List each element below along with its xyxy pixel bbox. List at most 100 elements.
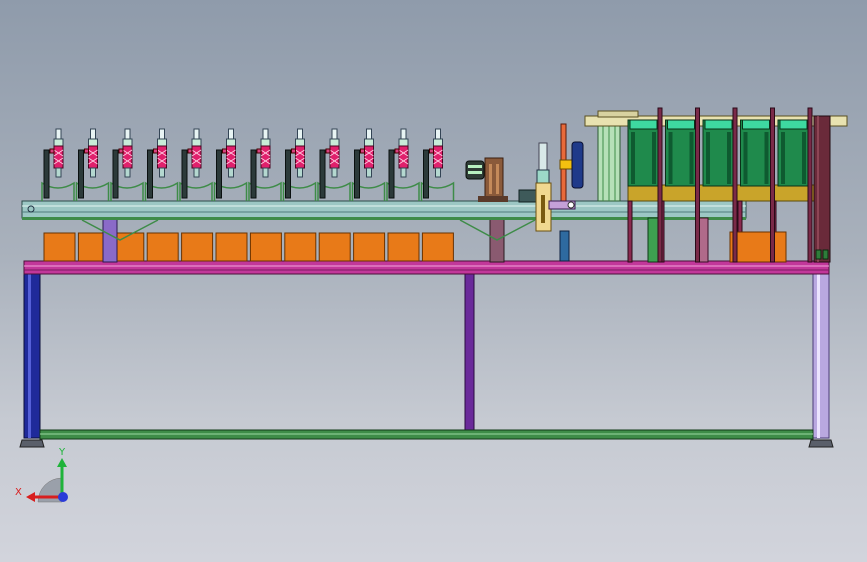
cylinder-body [88,145,98,169]
cylinder-nozzle [159,167,165,178]
cylinder-cap [398,138,409,147]
station-holder [213,181,248,201]
station-holder [110,181,144,201]
station-holder [282,181,317,201]
station-post [250,149,257,199]
cylinder-body [364,145,374,169]
station-unit [248,128,282,201]
orange-box [43,232,76,262]
frame-right-leg-highlight [817,262,820,438]
station-post [423,149,429,199]
cylinder-nozzle [262,167,269,178]
x-axis-label: X [15,487,22,498]
cylinder-body [157,145,167,169]
magazine-unit [777,107,813,263]
magazine-row [627,107,813,263]
cylinder-cap [329,138,340,147]
station-post [181,149,188,199]
station-unit [144,128,179,201]
station-unit [75,128,110,201]
station-post [354,149,360,199]
magazine-base [627,184,815,202]
cylinder-cap [157,138,167,147]
station-unit [351,128,386,201]
orange-box [387,232,420,262]
station-holder [144,181,179,201]
cylinder-nozzle [297,167,303,178]
station-holder [317,181,351,201]
rail-support-posts [81,211,536,263]
station-post [319,149,326,199]
station-unit [110,128,144,201]
clamp-cylinder [571,141,584,189]
frame-left-leg-highlight [28,262,31,438]
magazine-unit [627,107,663,263]
station-row [41,128,455,201]
coordinate-triad: X Y [15,447,68,503]
cylinder-cap [88,138,98,147]
conveyor-rail-body [21,200,747,219]
feeder-right-post [813,115,831,263]
station-unit [386,128,420,201]
orange-box [181,232,214,262]
station-holder [420,181,455,201]
motor-body [465,160,485,180]
cylinder-cap [122,138,133,147]
frame-top-beam [23,260,830,275]
magazine-unit [665,107,700,263]
station-holder [351,181,386,201]
station-holder [41,181,75,201]
frame-right-foot [808,439,834,448]
cylinder-cap [260,138,271,147]
cylinder-cap [433,138,443,147]
magazine-unit [702,107,738,263]
station-post [216,149,222,199]
station-holder [386,181,420,201]
cylinder-nozzle [90,167,96,178]
magazine-rod [657,107,663,263]
cylinder-nozzle [366,167,372,178]
magazine-rod [807,107,813,263]
cylinder-body [122,145,133,169]
magazine-rod [695,107,700,263]
cylinder-nozzle [228,167,234,178]
cylinder-nozzle [331,167,338,178]
cylinder-nozzle [124,167,131,178]
station-unit [213,128,248,201]
pusher-assembly [535,123,584,262]
machine-frame [19,260,834,448]
cylinder-cap [295,138,305,147]
station-post [285,149,291,199]
cylinder-cap [53,138,64,147]
station-unit [179,128,213,201]
magazine-rod [770,107,775,263]
orange-box [318,232,351,262]
y-axis-label: Y [58,447,66,458]
station-unit [282,128,317,201]
bracket [484,157,504,202]
station-post [112,149,119,199]
station-post [388,149,395,199]
frame-left-foot [19,439,45,448]
station-unit [420,128,455,201]
station-post [43,149,50,199]
station-holder [248,181,282,201]
station-post [147,149,153,199]
conveyor-rail [21,200,747,220]
cylinder-nozzle [435,167,441,178]
cylinder-body [226,145,236,169]
magazine-rod [732,107,738,263]
cylinder-body [53,145,64,169]
magazine-unit [740,107,775,263]
station-unit [317,128,351,201]
cylinder-nozzle [400,167,407,178]
orange-box [284,232,317,262]
station-holder [179,181,213,201]
cylinder-body [191,145,202,169]
cylinder-body [329,145,340,169]
frame-right-leg [812,261,830,439]
orange-box [249,232,282,262]
cylinder-nozzle [193,167,200,178]
orange-box [421,232,454,262]
